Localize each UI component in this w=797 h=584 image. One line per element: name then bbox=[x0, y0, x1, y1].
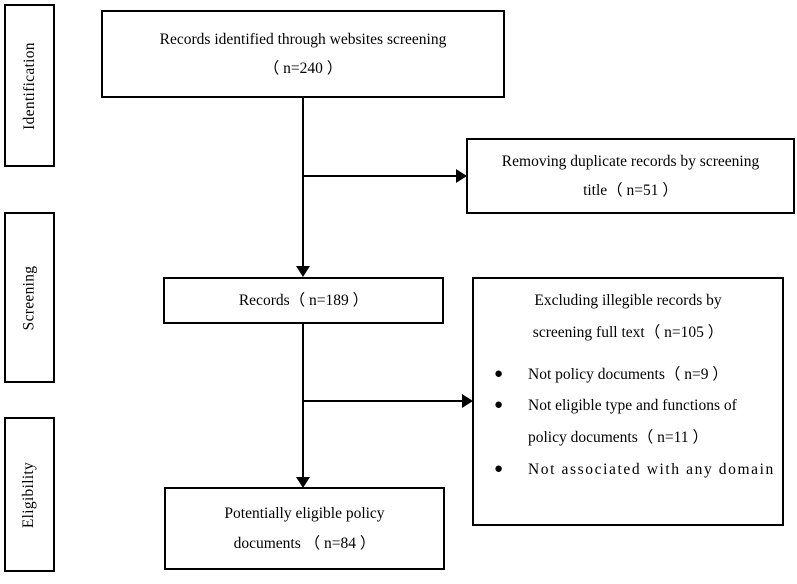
exclusion-list-item: ● Not associated with any domain bbox=[484, 454, 775, 486]
connector-records-to-eligible-line bbox=[302, 324, 304, 481]
connector-identified-to-records-line bbox=[302, 98, 304, 269]
exclusion-list-item: ● Not policy documents（ n=9 ） bbox=[484, 359, 772, 391]
exclusion-item-2-line2: policy documents（ n=11 ） bbox=[528, 429, 708, 447]
box-eligible-documents-line1: Potentially eligible policy bbox=[224, 505, 385, 523]
exclusion-list-item-text: Not policy documents（ n=9 ） bbox=[528, 359, 772, 391]
connector-records-to-eligible-arrowhead bbox=[296, 477, 310, 488]
box-records: Records（ n=189 ） bbox=[163, 277, 444, 324]
bullet-dot-icon: ● bbox=[494, 460, 504, 477]
stage-label-screening: Screening bbox=[4, 212, 55, 383]
stage-label-eligibility-text: Eligibility bbox=[20, 461, 38, 528]
connector-to-duplicates-arrowhead bbox=[456, 169, 467, 183]
box-records-line1: Records（ n=189 ） bbox=[238, 291, 369, 309]
box-records-identified-line2: （ n=240 ） bbox=[263, 60, 343, 77]
box-records-identified-line1: Records identified through websites scre… bbox=[159, 30, 447, 48]
exclusion-list-item-text: Not eligible type and functions of polic… bbox=[528, 390, 772, 454]
exclusion-item-3-line1: Not associated with any domain bbox=[528, 460, 775, 478]
exclusion-list-item: ● Not eligible type and functions of pol… bbox=[484, 390, 772, 454]
stage-label-eligibility: Eligibility bbox=[4, 417, 55, 572]
bullet-dot-icon: ● bbox=[494, 397, 504, 414]
box-duplicates-removed-line1: Removing duplicate records by screening bbox=[501, 152, 760, 170]
connector-to-exclusions-line bbox=[302, 400, 464, 402]
box-eligible-documents: Potentially eligible policy documents （ … bbox=[164, 487, 445, 570]
box-exclusions: Excluding illegible records by screening… bbox=[472, 277, 784, 526]
exclusion-item-2-line1: Not eligible type and functions of bbox=[528, 397, 737, 415]
exclusion-list-item-text: Not associated with any domain bbox=[528, 454, 775, 486]
box-duplicates-removed: Removing duplicate records by screening … bbox=[466, 138, 795, 214]
stage-label-screening-text: Screening bbox=[20, 265, 38, 330]
box-exclusions-heading-line1: Excluding illegible records by bbox=[534, 292, 722, 309]
box-exclusions-bullet-list: ● Not policy documents（ n=9 ） ● Not elig… bbox=[484, 359, 775, 486]
connector-to-duplicates-line bbox=[302, 175, 458, 177]
stage-label-identification: Identification bbox=[4, 4, 55, 167]
stage-label-identification-text: Identification bbox=[20, 41, 38, 130]
box-duplicates-removed-line2: title（ n=51 ） bbox=[583, 182, 678, 199]
exclusion-item-1-line1: Not policy documents（ n=9 ） bbox=[528, 365, 728, 383]
box-eligible-documents-line2: documents （ n=84 ） bbox=[233, 534, 376, 552]
connector-to-exclusions-arrowhead bbox=[462, 394, 473, 408]
bullet-dot-icon: ● bbox=[494, 365, 504, 382]
box-exclusions-heading: Excluding illegible records by screening… bbox=[484, 285, 772, 349]
box-exclusions-heading-line2: screening full text（ n=105 ） bbox=[532, 323, 724, 341]
connector-identified-to-records-arrowhead bbox=[296, 266, 310, 277]
box-records-identified: Records identified through websites scre… bbox=[101, 10, 505, 98]
